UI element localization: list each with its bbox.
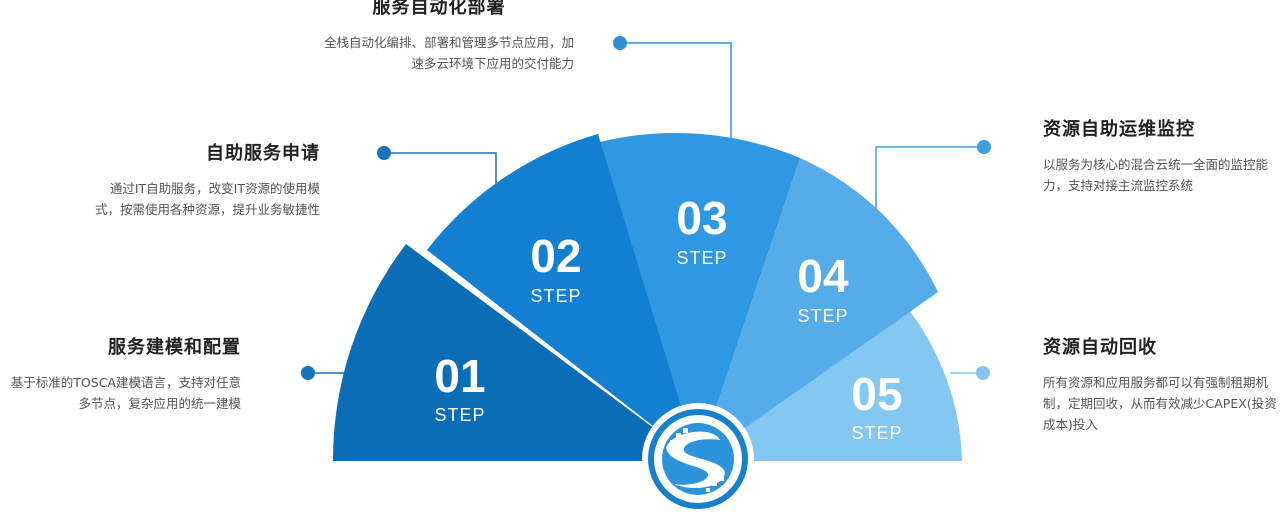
step1-description: 基于标准的TOSCA建模语言，支持对任意多节点，复杂应用的统一建模 [10, 375, 241, 411]
step5-word: STEP [851, 423, 902, 443]
step1-label: 服务建模和配置 基于标准的TOSCA建模语言，支持对任意多节点，复杂应用的统一建… [0, 336, 241, 414]
connector-dot-step4 [977, 140, 991, 154]
step5-title: 资源自动回收 [1043, 337, 1157, 358]
step2-label: 自助服务申请 通过IT自助服务，改变IT资源的使用模式，按需使用各种资源，提升业… [88, 142, 320, 220]
step2-word: STEP [530, 286, 581, 306]
step2-title: 自助服务申请 [206, 143, 320, 164]
connector-dot-step3 [613, 36, 627, 50]
connector-step2 [384, 152, 497, 188]
step1-number: 01 [434, 350, 485, 402]
wedge-step4 [698, 158, 938, 461]
connector-dot-step5 [976, 366, 990, 380]
connector-step4 [875, 146, 984, 226]
step4-number: 04 [797, 250, 849, 302]
step3-number: 03 [676, 192, 727, 244]
step4-label: 资源自助运维监控 以服务为核心的混合云统一全面的监控能力，支持对接主流监控系统 [1043, 118, 1286, 196]
wedge-step1 [332, 244, 698, 461]
step1-title: 服务建模和配置 [108, 337, 241, 358]
step2-description: 通过IT自助服务，改变IT资源的使用模式，按需使用各种资源，提升业务敏捷性 [94, 181, 320, 217]
step3-label: 服务自动化部署 全栈自动化编排、部署和管理多节点应用，加速多云环境下应用的交付能… [300, 0, 578, 74]
s-globe-logo-icon [642, 403, 754, 515]
connector-dot-step2 [377, 146, 391, 160]
step2-number: 02 [530, 230, 581, 282]
step5-number: 05 [851, 368, 902, 420]
step4-description: 以服务为核心的混合云统一全面的监控能力，支持对接主流监控系统 [1043, 157, 1269, 193]
wedge-step2 [427, 134, 698, 461]
step3-title: 服务自动化部署 [372, 0, 506, 18]
step4-word: STEP [797, 306, 848, 326]
step1-word: STEP [434, 405, 485, 425]
wedge-step5 [698, 305, 962, 461]
step4-title: 资源自助运维监控 [1043, 119, 1195, 140]
step5-description: 所有资源和应用服务都可以有强制租期机制，定期回收，从而有效减少CAPEX(投资成… [1043, 375, 1277, 432]
step5-label: 资源自动回收 所有资源和应用服务都可以有强制租期机制，定期回收，从而有效减少CA… [1043, 336, 1286, 435]
step3-word: STEP [676, 248, 727, 268]
step3-description: 全栈自动化编排、部署和管理多节点应用，加速多云环境下应用的交付能力 [323, 35, 574, 71]
connector-dot-step1 [301, 366, 315, 380]
connector-step3 [620, 42, 732, 145]
wedge-step3 [600, 132, 800, 462]
